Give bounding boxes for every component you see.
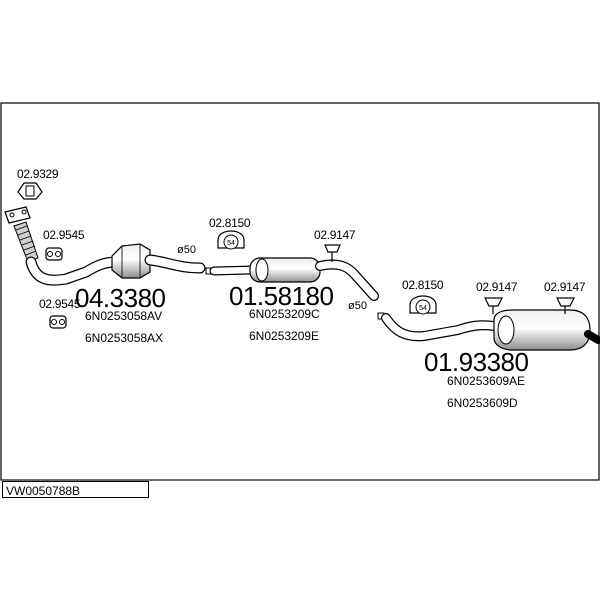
accessory-label-02-9147: 02.9147 (314, 228, 356, 242)
front-pipe-drawing (4, 182, 206, 329)
clamp-size-rear-label: 54 (419, 305, 427, 312)
oe-number-rear-silencer-1: 6N0253609AE (447, 374, 526, 388)
accessory-label-02-9329: 02.9329 (17, 167, 59, 181)
oe-number-middle-silencer-1: 6N0253209C (249, 307, 320, 321)
diagram-code-box: VW0050788B (2, 481, 149, 498)
accessory-label-02-8150: 02.8150 (209, 216, 251, 230)
flange-02-9329-icon (17, 182, 43, 200)
diameter-label-inlet: ø50 (177, 244, 196, 256)
flex-pipe-icon (13, 221, 39, 263)
clamp-size-label: 54 (227, 240, 235, 247)
hanger-02-9147-rear-right-icon (556, 297, 575, 314)
hanger-rubber-02-9545-lower-icon (49, 315, 67, 329)
diagram-code-label: VW0050788B (6, 484, 81, 498)
oe-number-front-pipe-1: 6N0253058AV (85, 309, 163, 323)
catalyst-icon (111, 243, 151, 279)
part-number-rear-silencer: 01.93380 (424, 347, 529, 377)
part-number-middle-silencer: 01.58180 (229, 281, 334, 311)
front-flange-icon (4, 206, 31, 224)
accessory-label-02-9147-rear-right: 02.9147 (544, 280, 586, 294)
hanger-rubber-02-9545-icon (45, 247, 63, 261)
clamp-02-8150-rear-icon: 54 (409, 295, 437, 315)
accessory-label-02-9147-rear-left: 02.9147 (476, 280, 518, 294)
middle-silencer-drawing: 54 (209, 230, 379, 301)
part-number-front-pipe: 04.3380 (75, 283, 166, 313)
accessory-label-02-8150-rear: 02.8150 (402, 278, 444, 292)
accessory-label-02-9545-lower: 02.9545 (39, 297, 81, 311)
oe-number-middle-silencer-2: 6N0253209E (249, 329, 320, 343)
accessory-label-02-9545: 02.9545 (43, 228, 85, 242)
rear-silencer-drawing: 54 (381, 295, 600, 351)
diameter-label-outlet: ø50 (348, 300, 367, 312)
oe-number-rear-silencer-2: 6N0253609D (447, 396, 518, 410)
hanger-02-9147-rear-left-icon (484, 297, 503, 314)
clamp-02-8150-icon: 54 (217, 230, 245, 250)
hanger-02-9147-icon (324, 244, 341, 262)
oe-number-front-pipe-2: 6N0253058AX (85, 331, 164, 345)
diagram-frame (0, 102, 600, 481)
